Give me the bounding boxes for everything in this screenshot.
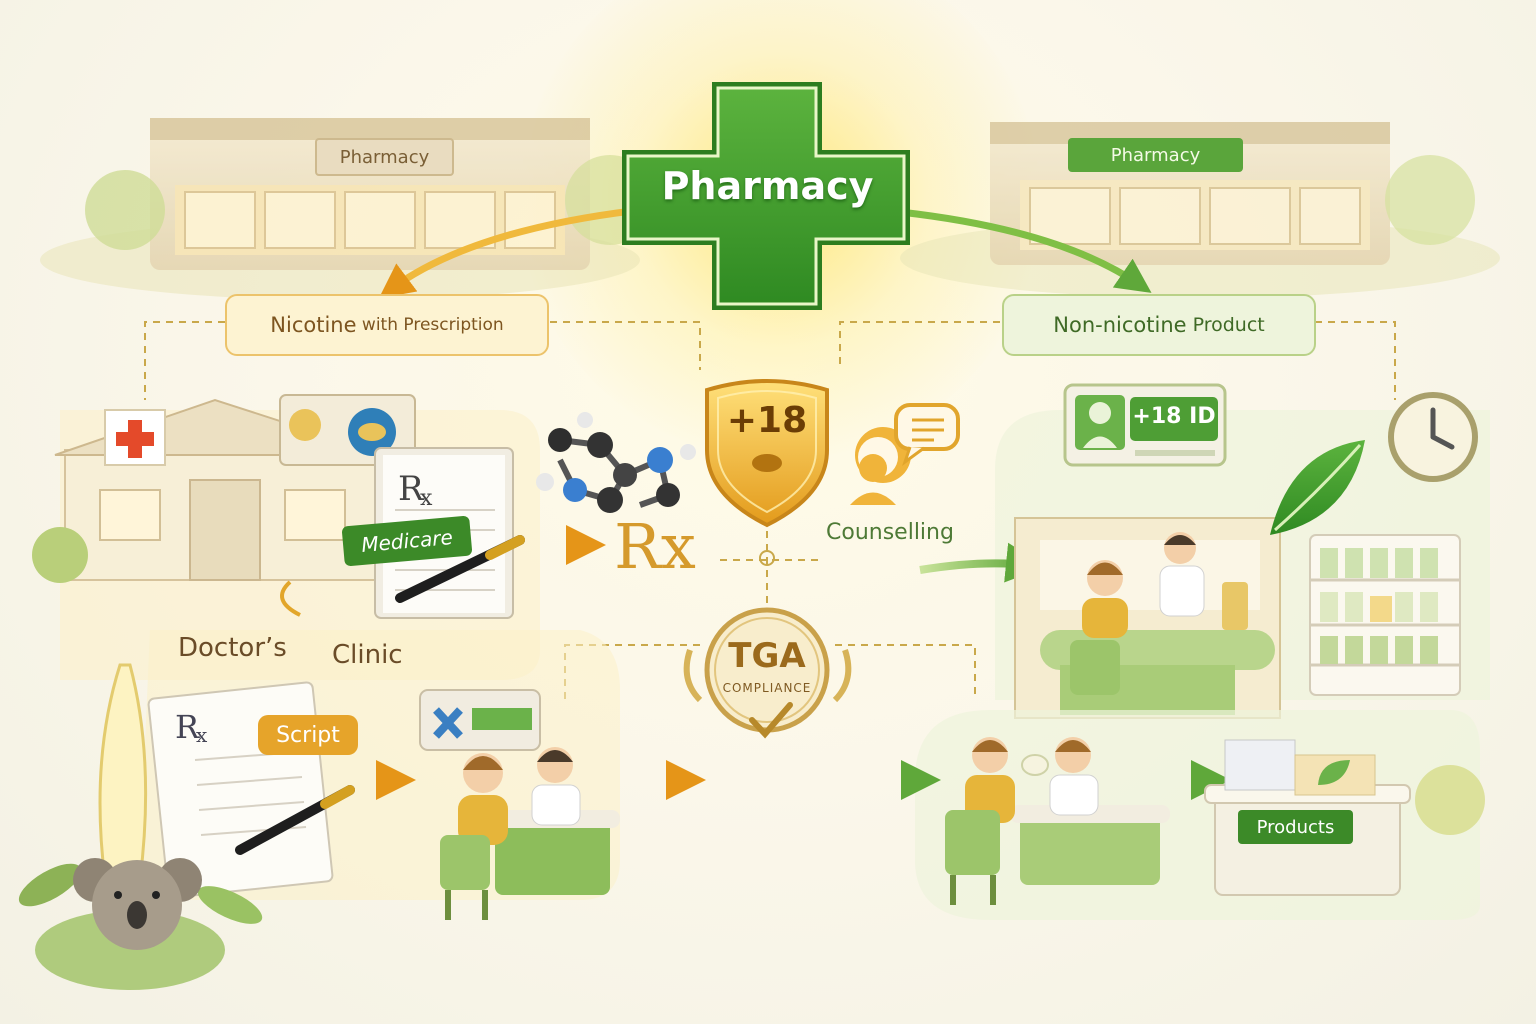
tga-seal <box>683 607 852 739</box>
age-badge-text: +18 <box>726 400 808 441</box>
id-badge-text: +18 ID <box>1132 404 1216 429</box>
pharmacy-title: Pharmacy <box>661 164 874 208</box>
clock-icon <box>1388 392 1478 482</box>
leaf-icon <box>1270 440 1365 535</box>
pharmacy-cross <box>622 82 910 310</box>
rx-symbol: Rx <box>614 510 696 583</box>
non-nicotine-label-rest: Product <box>1186 314 1265 336</box>
surfboard <box>98 663 148 892</box>
left-building-sign: Pharmacy <box>315 138 454 176</box>
left-pharmacy-building <box>40 118 655 300</box>
svg-text:R: R <box>398 469 425 509</box>
script-badge: Script <box>258 715 358 755</box>
clinic-label: Clinic <box>332 640 403 670</box>
script-badge-text: Script <box>276 722 340 748</box>
right-building-sign: Pharmacy <box>1068 138 1243 172</box>
non-nicotine-label-strong: Non-nicotine <box>1053 313 1187 337</box>
product-shelf <box>1309 534 1461 696</box>
counselling-room <box>1014 517 1281 719</box>
counselling-label: Counselling <box>826 520 954 545</box>
left-building-sign-text: Pharmacy <box>339 146 430 168</box>
koala-and-leaves <box>18 858 263 990</box>
right-building-sign-text: Pharmacy <box>1110 144 1201 166</box>
left-consultation-scene <box>419 689 620 920</box>
counselling-icon <box>850 403 960 505</box>
products-badge: Products <box>1238 810 1353 844</box>
nicotine-molecule <box>536 412 696 513</box>
medicare-badge-text: Medicare <box>360 525 454 557</box>
tga-main-text: TGA <box>728 636 806 676</box>
arrow-to-non-nicotine <box>899 208 1152 293</box>
svg-text:x: x <box>196 723 208 747</box>
products-badge-text: Products <box>1256 816 1335 838</box>
right-consultation-scene <box>945 737 1170 905</box>
age-shield <box>705 379 829 528</box>
small-gold-swirl <box>280 580 301 617</box>
non-nicotine-label: Non-nicotine Product <box>1002 294 1316 356</box>
doctors-label: Doctor’s <box>178 633 287 663</box>
svg-text:R: R <box>175 708 200 746</box>
svg-text:x: x <box>420 486 433 511</box>
nicotine-label-rest: with Prescription <box>356 315 504 335</box>
tga-sub-text: COMPLIANCE <box>722 681 812 695</box>
nicotine-label-strong: Nicotine <box>270 313 357 337</box>
nicotine-label: Nicotine with Prescription <box>225 294 549 356</box>
arrow-to-nicotine <box>378 206 641 299</box>
id-card <box>1063 383 1227 467</box>
